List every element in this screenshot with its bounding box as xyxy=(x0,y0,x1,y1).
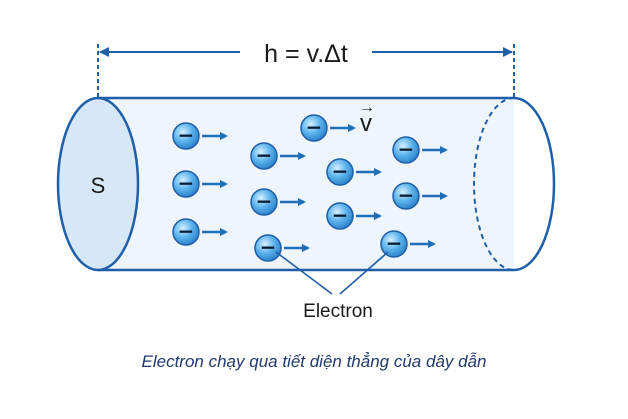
electrons-group: −−−−−−−−−−−− xyxy=(172,114,448,262)
velocity-vector-label: v → xyxy=(359,99,375,137)
length-label: h = v.Δt xyxy=(264,40,348,68)
electron-ball xyxy=(254,234,282,262)
cylinder-right-end-dashed xyxy=(473,97,515,271)
electron-label: Electron xyxy=(303,301,373,322)
electron-sign: − xyxy=(178,219,195,243)
pointer-line-left xyxy=(275,251,333,295)
electron-sign: − xyxy=(178,171,195,195)
electron-ball xyxy=(300,114,328,142)
electron-sign: − xyxy=(178,123,195,147)
electron-sign: − xyxy=(306,115,323,139)
electron-sign: − xyxy=(260,235,277,259)
electron-ball xyxy=(380,230,408,258)
electron-sign: − xyxy=(256,189,273,213)
electron: − xyxy=(300,114,356,142)
electron-ball xyxy=(172,218,200,246)
electron-ball xyxy=(172,122,200,150)
electron-ball xyxy=(392,136,420,164)
electron: − xyxy=(380,230,436,258)
electron: − xyxy=(172,122,228,150)
electron: − xyxy=(392,136,448,164)
area-label: S xyxy=(91,173,106,198)
electron: − xyxy=(254,234,310,262)
electron-sign: − xyxy=(332,203,349,227)
electron: − xyxy=(392,182,448,210)
electron: − xyxy=(172,170,228,198)
electron-sign: − xyxy=(398,183,415,207)
electron: − xyxy=(250,188,306,216)
electron-ball xyxy=(172,170,200,198)
electron-ball xyxy=(326,202,354,230)
electron-sign: − xyxy=(256,143,273,167)
pointer-line-right xyxy=(339,251,389,295)
electron-sign: − xyxy=(332,159,349,183)
electron: − xyxy=(250,142,306,170)
velocity-label: v xyxy=(360,110,372,137)
vector-arrow-symbol: → xyxy=(359,99,375,116)
electron: − xyxy=(326,202,382,230)
electron-ball xyxy=(392,182,420,210)
electron: − xyxy=(326,158,382,186)
cylinder-right-end-solid xyxy=(513,96,556,272)
electron: − xyxy=(172,218,228,246)
electron-ball xyxy=(250,142,278,170)
electron-pointers: Electron xyxy=(275,251,389,322)
electron-ball xyxy=(326,158,354,186)
electron-sign: − xyxy=(398,137,415,161)
length-dimension: h = v.Δt xyxy=(97,40,515,98)
electron-sign: − xyxy=(386,231,403,255)
figure-caption: Electron chạy qua tiết diện thẳng của dâ… xyxy=(141,352,487,371)
cross-section-face xyxy=(56,96,140,272)
electron-ball xyxy=(250,188,278,216)
conductor-cylinder: S xyxy=(56,96,556,272)
